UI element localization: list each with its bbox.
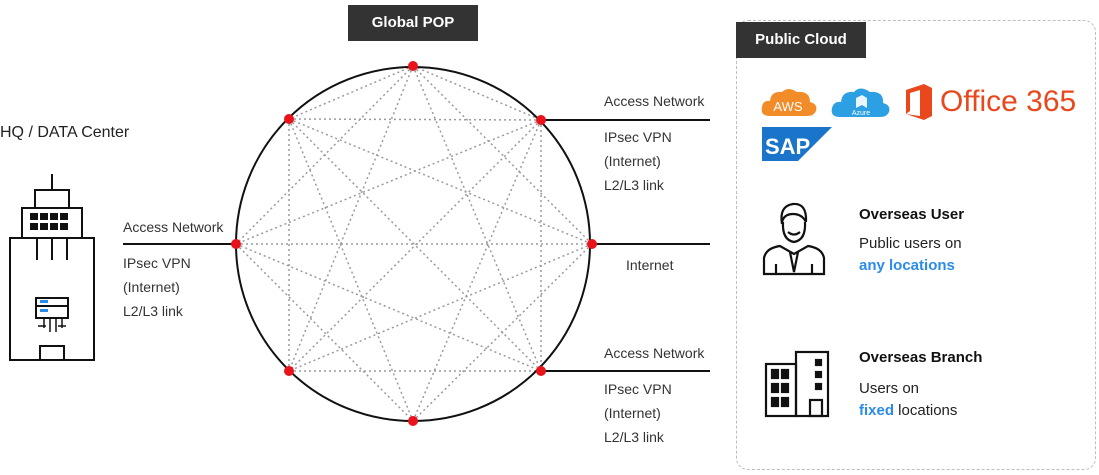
pop-node xyxy=(587,239,597,249)
global-pop-tag: Global POP xyxy=(348,5,478,41)
overseas-branch-title: Overseas Branch xyxy=(859,349,983,366)
office-logo-icon xyxy=(906,84,932,120)
bottom-right-access-network-label: Access Network xyxy=(604,345,705,361)
hq-building-icon xyxy=(9,174,95,361)
pop-node xyxy=(408,416,418,426)
public-cloud-panel xyxy=(736,20,1096,470)
top-right-link-line3: L2/L3 link xyxy=(604,177,664,193)
pop-node xyxy=(536,366,546,376)
pop-node xyxy=(284,114,294,124)
pop-node xyxy=(408,61,418,71)
bottom-right-link-line3: L2/L3 link xyxy=(604,429,664,445)
top-right-link-line2: (Internet) xyxy=(604,153,661,169)
overseas-user-desc-line1: Public users on xyxy=(859,235,962,252)
overseas-branch-icon xyxy=(764,350,830,418)
bottom-right-link-line1: IPsec VPN xyxy=(604,381,672,397)
bottom-right-link-line2: (Internet) xyxy=(604,405,661,421)
top-right-link-line1: IPsec VPN xyxy=(604,129,672,145)
internet-label: Internet xyxy=(626,257,674,273)
overseas-user-desc-accent: any locations xyxy=(859,257,955,274)
overseas-user-icon xyxy=(762,202,826,276)
left-access-network-label: Access Network xyxy=(123,219,224,235)
overseas-user-title: Overseas User xyxy=(859,206,965,223)
overseas-branch-desc-accent: fixed xyxy=(859,402,895,419)
pop-node xyxy=(536,115,546,125)
sap-logo-icon: SAP xyxy=(762,127,832,161)
office-logo-text: Office 365 xyxy=(940,85,1077,118)
left-link-line1: IPsec VPN xyxy=(123,255,191,271)
aws-logo-icon: AWS xyxy=(761,89,817,116)
pop-node xyxy=(231,239,241,249)
azure-logo-text: Azure xyxy=(852,110,870,117)
left-link-line3: L2/L3 link xyxy=(123,303,183,319)
overseas-branch-desc-line2: fixed locations xyxy=(859,400,957,422)
pop-node xyxy=(284,366,294,376)
overseas-branch-desc-line1: Users on xyxy=(859,380,920,397)
public-cloud-tag: Public Cloud xyxy=(736,22,866,58)
pop-nodes xyxy=(231,61,597,426)
left-link-line2: (Internet) xyxy=(123,279,180,295)
azure-logo-icon: Azure xyxy=(831,88,890,117)
aws-logo-text: AWS xyxy=(773,99,802,114)
sap-logo-text: SAP xyxy=(765,134,810,159)
pop-mesh xyxy=(235,65,593,422)
hq-title: HQ / DATA Center xyxy=(0,124,130,141)
overseas-branch-desc-rest: locations xyxy=(894,402,958,419)
top-right-access-network-label: Access Network xyxy=(604,93,705,109)
